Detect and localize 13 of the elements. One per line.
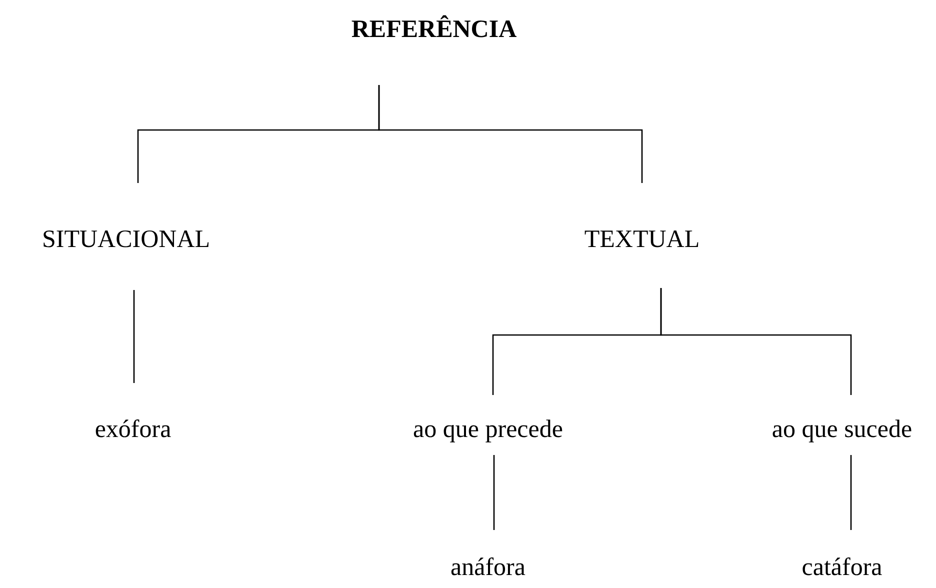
- tree-node-label: ao que sucede: [772, 416, 912, 444]
- tree-node-label: catáfora: [802, 554, 882, 582]
- tree-connector: [378, 85, 643, 183]
- tree-connector: [493, 455, 495, 530]
- tree-connector: [133, 290, 135, 383]
- tree-connector: [660, 288, 852, 395]
- tree-node-label: TEXTUAL: [584, 226, 700, 254]
- tree-node-label: anáfora: [450, 554, 526, 582]
- tree-node-label: exófora: [94, 416, 172, 444]
- tree-node-label: SITUACIONAL: [42, 226, 210, 254]
- tree-root-label: REFERÊNCIA: [351, 16, 517, 44]
- tree-node-label: ao que precede: [413, 416, 563, 444]
- tree-connector: [850, 455, 852, 530]
